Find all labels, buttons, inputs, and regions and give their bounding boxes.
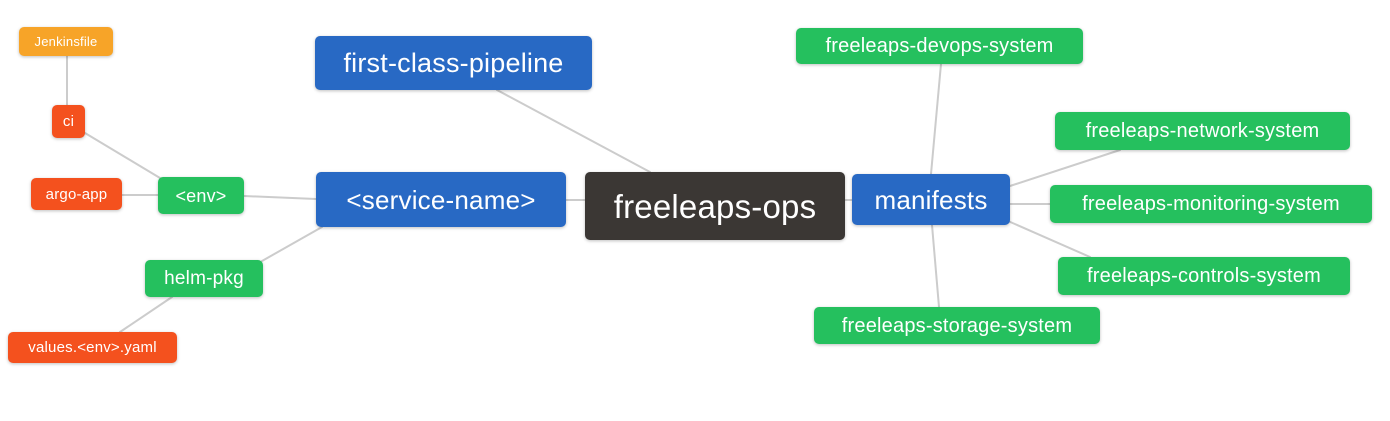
node-freeleaps-network-system-label: freeleaps-network-system <box>1085 120 1320 142</box>
node-ci[interactable]: ci <box>52 105 85 138</box>
node-freeleaps-controls-system[interactable]: freeleaps-controls-system <box>1058 257 1350 295</box>
node-manifests[interactable]: manifests <box>852 174 1010 225</box>
edge-first-class-pipeline-to-freeleaps-ops <box>496 89 651 173</box>
node-freeleaps-storage-system[interactable]: freeleaps-storage-system <box>814 307 1100 344</box>
node-values-env-yaml[interactable]: values.<env>.yaml <box>8 332 177 363</box>
node-service-name[interactable]: <service-name> <box>316 172 566 227</box>
node-freeleaps-devops-system[interactable]: freeleaps-devops-system <box>796 28 1083 64</box>
node-freeleaps-controls-system-label: freeleaps-controls-system <box>1087 265 1321 287</box>
node-argo-app[interactable]: argo-app <box>31 178 122 210</box>
node-values-env-yaml-label: values.<env>.yaml <box>28 339 157 356</box>
node-argo-app-label: argo-app <box>45 185 108 203</box>
node-first-class-pipeline[interactable]: first-class-pipeline <box>315 36 592 90</box>
node-manifests-label: manifests <box>874 184 988 215</box>
node-freeleaps-network-system[interactable]: freeleaps-network-system <box>1055 112 1350 150</box>
edge-ci-to-env <box>84 132 161 179</box>
edge-manifests-to-network-system <box>1009 149 1121 187</box>
node-helm-pkg[interactable]: helm-pkg <box>145 260 263 297</box>
node-env[interactable]: <env> <box>158 177 244 214</box>
node-first-class-pipeline-label: first-class-pipeline <box>343 47 564 78</box>
edge-manifests-to-controls-system <box>1007 220 1091 258</box>
node-service-name-label: <service-name> <box>346 184 536 215</box>
node-jenkinsfile[interactable]: Jenkinsfile <box>19 27 113 56</box>
edge-manifests-to-devops-system <box>930 63 942 175</box>
node-jenkinsfile-label: Jenkinsfile <box>34 34 98 49</box>
edge-manifests-to-storage-system <box>931 224 940 308</box>
edge-env-to-service-name <box>243 195 317 200</box>
node-ci-label: ci <box>62 113 75 130</box>
node-env-label: <env> <box>175 185 227 206</box>
node-freeleaps-ops-label: freeleaps-ops <box>613 187 817 225</box>
node-freeleaps-ops[interactable]: freeleaps-ops <box>585 172 845 240</box>
node-freeleaps-storage-system-label: freeleaps-storage-system <box>841 314 1073 337</box>
node-freeleaps-monitoring-system-label: freeleaps-monitoring-system <box>1082 193 1340 215</box>
edge-values-env-yaml-to-helm-pkg <box>119 296 173 333</box>
node-helm-pkg-label: helm-pkg <box>164 268 244 289</box>
node-freeleaps-devops-system-label: freeleaps-devops-system <box>825 35 1054 57</box>
edge-helm-pkg-to-service-name <box>261 226 323 262</box>
node-freeleaps-monitoring-system[interactable]: freeleaps-monitoring-system <box>1050 185 1372 223</box>
